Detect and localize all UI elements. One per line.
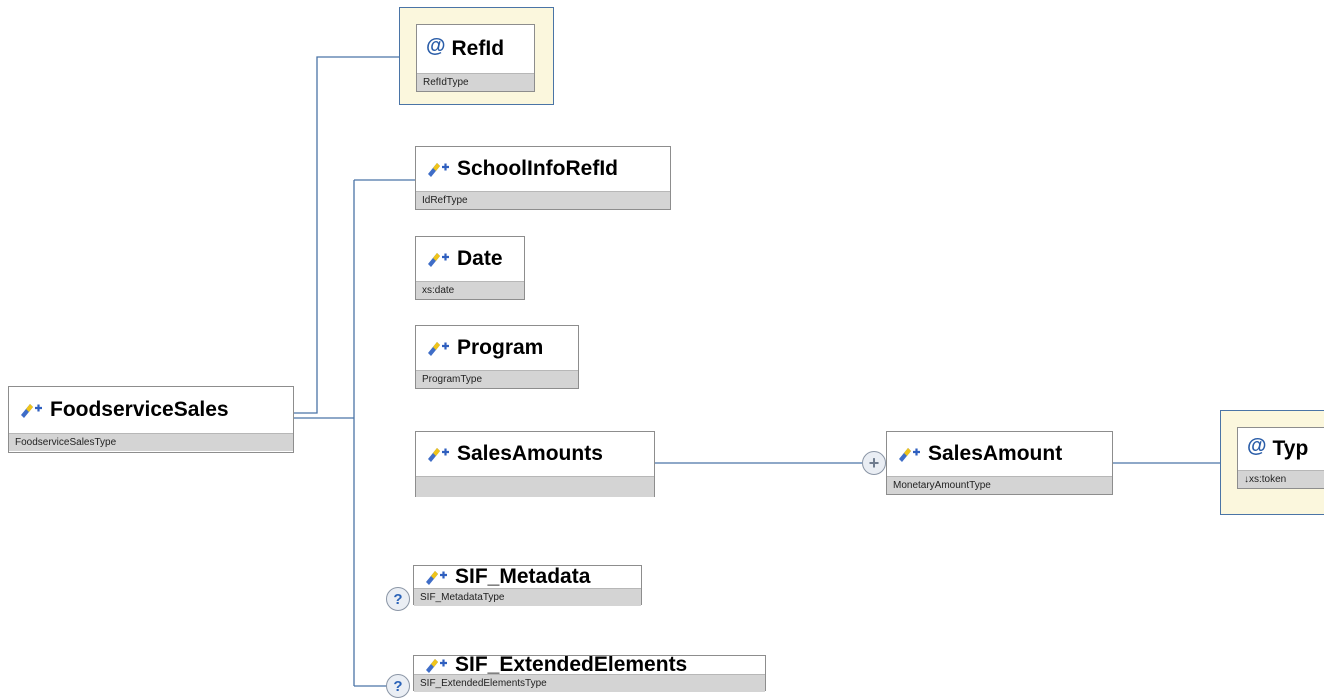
- element-type: xs:date: [416, 281, 524, 299]
- element-node-sif-metadata-box[interactable]: SIF_Metadata SIF_MetadataType: [413, 565, 642, 606]
- element-name: Program: [457, 336, 544, 359]
- element-type: [416, 476, 654, 497]
- optional-icon: ?: [386, 674, 410, 698]
- attribute-name: Typ: [1272, 437, 1309, 460]
- element-icon: [21, 404, 42, 418]
- element-node-program[interactable]: Program ProgramType: [415, 325, 579, 389]
- attribute-node-refid[interactable]: @ RefId RefIdType: [416, 24, 535, 92]
- attribute-icon: @: [1247, 434, 1267, 457]
- element-icon: [428, 163, 449, 177]
- element-name: Date: [457, 247, 503, 270]
- optional-icon: ?: [386, 587, 410, 611]
- element-node-salesamount[interactable]: SalesAmount MonetaryAmountType: [886, 431, 1113, 495]
- element-name: SalesAmounts: [457, 442, 603, 465]
- element-type: IdRefType: [416, 191, 670, 209]
- attribute-type: ↓xs:token: [1238, 470, 1324, 488]
- element-node-sif-extendedelements[interactable]: SIF_ExtendedElements SIF_ExtendedElement…: [413, 655, 766, 692]
- attribute-node-type[interactable]: @ Typ ↓xs:token: [1237, 427, 1324, 489]
- element-node-salesamounts[interactable]: SalesAmounts: [415, 431, 655, 497]
- attribute-type: RefIdType: [417, 73, 534, 91]
- attribute-frame-type: @ Typ ↓xs:token: [1220, 410, 1324, 515]
- attribute-name: RefId: [451, 37, 505, 60]
- element-type: SIF_MetadataType: [414, 588, 641, 606]
- element-name: SIF_ExtendedElements: [455, 656, 688, 674]
- element-name: SchoolInfoRefId: [457, 157, 618, 180]
- attribute-frame-refid: @ RefId RefIdType: [399, 7, 554, 105]
- expand-icon[interactable]: +: [862, 451, 886, 475]
- root-element-node[interactable]: FoodserviceSales FoodserviceSalesType: [8, 386, 294, 453]
- element-icon: [426, 571, 447, 585]
- element-icon: [899, 448, 920, 462]
- element-icon: [428, 342, 449, 356]
- element-type: ProgramType: [416, 370, 578, 388]
- element-type: MonetaryAmountType: [887, 476, 1112, 494]
- element-icon: [428, 253, 449, 267]
- root-element-name: FoodserviceSales: [50, 398, 229, 421]
- element-icon: [428, 448, 449, 462]
- root-element-type: FoodserviceSalesType: [9, 433, 293, 451]
- element-node-date[interactable]: Date xs:date: [415, 236, 525, 300]
- element-name: SalesAmount: [928, 442, 1063, 465]
- element-name: SIF_Metadata: [455, 566, 591, 588]
- element-type: SIF_ExtendedElementsType: [414, 674, 765, 692]
- attribute-icon: @: [426, 34, 446, 57]
- element-icon: [426, 659, 447, 673]
- element-node-schoolinforefid[interactable]: SchoolInfoRefId IdRefType: [415, 146, 671, 210]
